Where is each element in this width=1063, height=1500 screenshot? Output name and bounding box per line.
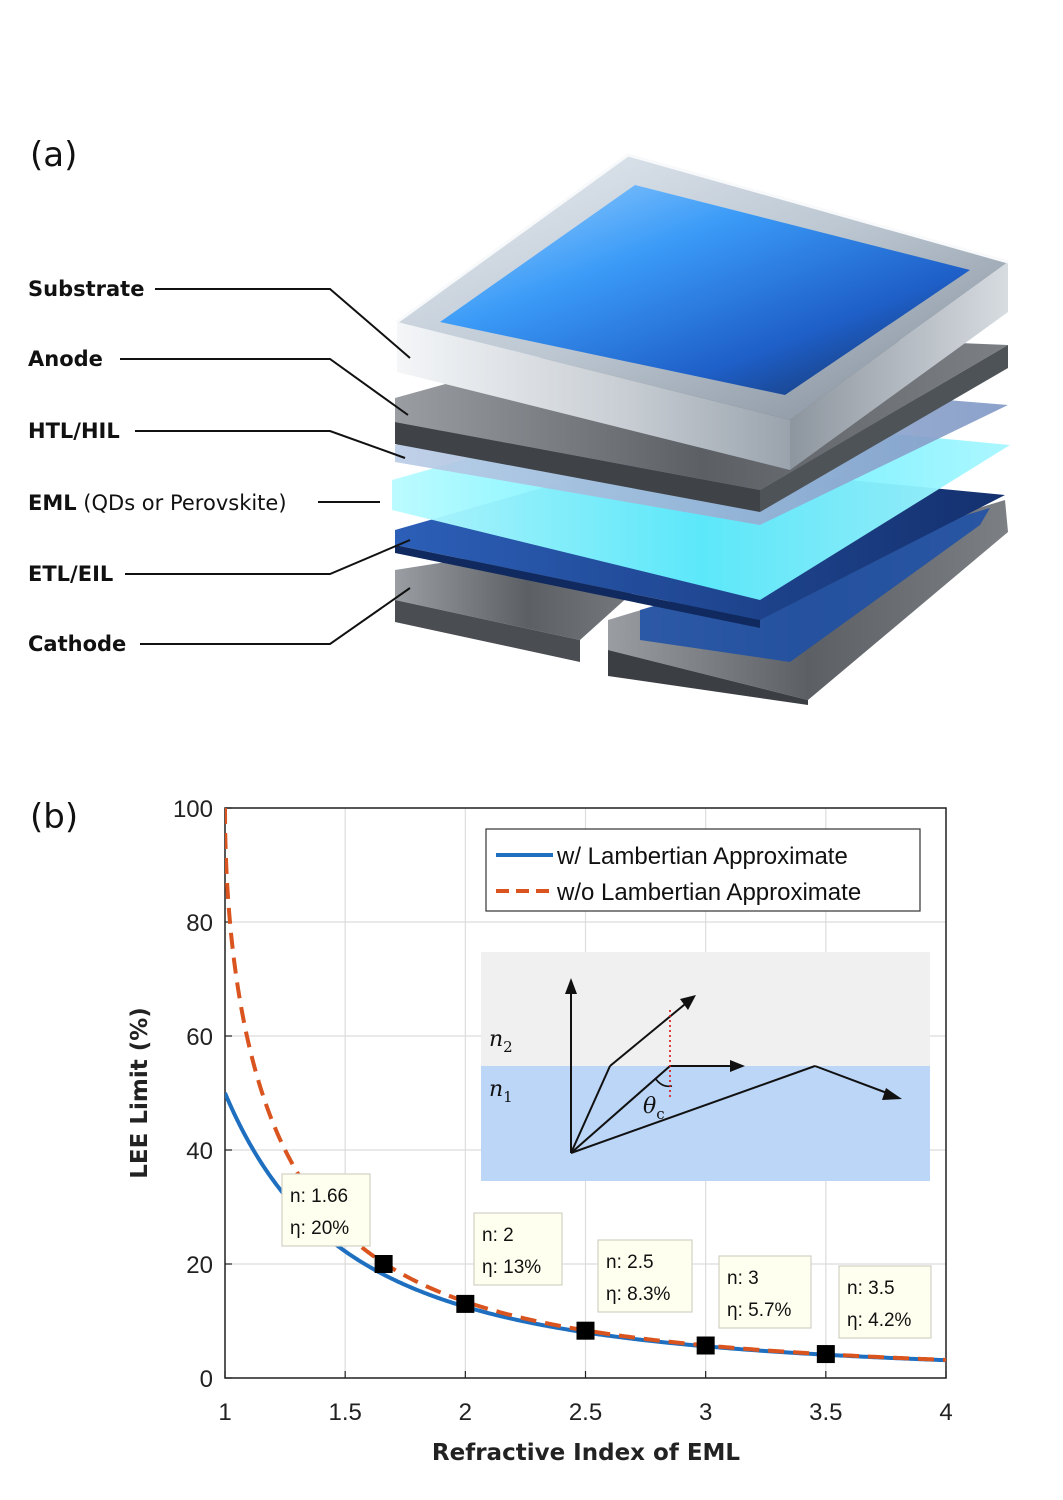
callout-eta-value: η: 20% — [290, 1218, 349, 1239]
x-axis-title: Refractive Index of EML — [432, 1440, 741, 1466]
leader-line-anode — [120, 358, 409, 416]
series-line-without-lambertian — [225, 808, 946, 1362]
y-tick-label: 0 — [200, 1366, 213, 1393]
y-tick-label: 100 — [173, 796, 213, 823]
data-point-marker — [816, 1345, 835, 1364]
callout-eta-value: η: 8.3% — [606, 1284, 671, 1305]
y-axis: 0 20 40 60 80 100 — [173, 796, 232, 1393]
callout-eta-value: η: 13% — [482, 1257, 541, 1278]
inset-label-theta-c: θc — [643, 1094, 665, 1123]
layer-labels: Substrate Anode HTL/HIL EML (QDs or Pero… — [28, 277, 411, 656]
callout-box — [597, 1239, 693, 1313]
legend-label-with-lambertian: w/ Lambertian Approximate — [556, 843, 848, 870]
oled-stack-illustration — [392, 153, 1010, 705]
callout-n-value: n: 3 — [727, 1268, 759, 1289]
chart: 1 1.5 2 2.5 3 3.5 4 0 20 40 60 80 100 Refractive In… — [127, 796, 953, 1466]
callout-n-value: n: 3.5 — [847, 1278, 895, 1299]
inset-label-n2: n2 — [489, 1027, 513, 1056]
x-tick-label: 4 — [939, 1399, 952, 1426]
layer-label-htl: HTL/HIL — [28, 419, 120, 443]
arrowhead-icon — [882, 1088, 902, 1100]
y-tick-label: 40 — [186, 1138, 213, 1165]
substrate-layer — [396, 153, 1009, 470]
layer-label-substrate: Substrate — [28, 277, 144, 301]
layer-label-cathode: Cathode — [28, 632, 126, 656]
data-point-marker — [374, 1255, 393, 1273]
layer-label-etl: ETL/EIL — [28, 562, 113, 586]
x-tick-label: 2.5 — [569, 1399, 602, 1426]
callout-eta-value: η: 4.2% — [847, 1310, 912, 1331]
x-tick-label: 3 — [699, 1399, 712, 1426]
chart-legend: w/ Lambertian Approximate w/o Lambertian… — [485, 828, 921, 912]
callout-box — [281, 1173, 371, 1247]
x-tick-label: 1 — [218, 1399, 231, 1426]
legend-box — [485, 828, 921, 912]
y-tick-label: 60 — [186, 1024, 213, 1051]
layer-label-eml: EML (QDs or Perovskite) — [28, 491, 287, 515]
chart-callouts: n: 1.66 η: 20% n: 2 η: 13% n: 2.5 η: 8.3% n: 3… — [281, 1173, 932, 1339]
callout-eta-value: η: 5.7% — [727, 1300, 792, 1321]
layer-label-anode: Anode — [28, 347, 103, 371]
data-point-marker — [456, 1294, 475, 1313]
inset-label-n1: n1 — [489, 1077, 513, 1106]
callout-box — [718, 1255, 812, 1329]
x-axis: 1 1.5 2 2.5 3 3.5 4 — [218, 1371, 953, 1426]
callout-n-value: n: 2 — [482, 1225, 514, 1246]
leader-line-substrate — [155, 288, 411, 359]
callout-n-value: n: 1.66 — [290, 1186, 348, 1207]
x-tick-label: 3.5 — [809, 1399, 842, 1426]
callout-n-value: n: 2.5 — [606, 1252, 654, 1273]
total-internal-reflection-inset: n2 n1 θc — [481, 952, 930, 1181]
y-axis-title: LEE Limit (%) — [127, 1007, 153, 1179]
panel-b-label: (b) — [30, 797, 78, 837]
inset-n2-region — [481, 952, 930, 1066]
leader-line-cathode — [140, 587, 411, 645]
data-point-marker — [696, 1336, 715, 1355]
chart-markers — [374, 1255, 835, 1364]
inset-n1-region — [481, 1066, 930, 1181]
arrowhead-icon — [730, 1060, 745, 1072]
y-tick-label: 20 — [186, 1252, 213, 1279]
chart-series — [225, 808, 946, 1363]
x-tick-label: 1.5 — [328, 1399, 361, 1426]
panel-a-label: (a) — [30, 135, 77, 175]
arrowhead-icon — [565, 978, 577, 994]
leader-line-etl — [125, 539, 411, 575]
x-tick-label: 2 — [459, 1399, 472, 1426]
data-point-marker — [576, 1321, 595, 1340]
legend-label-without-lambertian: w/o Lambertian Approximate — [556, 879, 861, 906]
callout-box — [838, 1265, 932, 1339]
leader-line-htl — [135, 430, 406, 459]
y-tick-label: 80 — [186, 910, 213, 937]
callout-box — [473, 1212, 563, 1286]
arrowhead-icon — [680, 995, 696, 1010]
